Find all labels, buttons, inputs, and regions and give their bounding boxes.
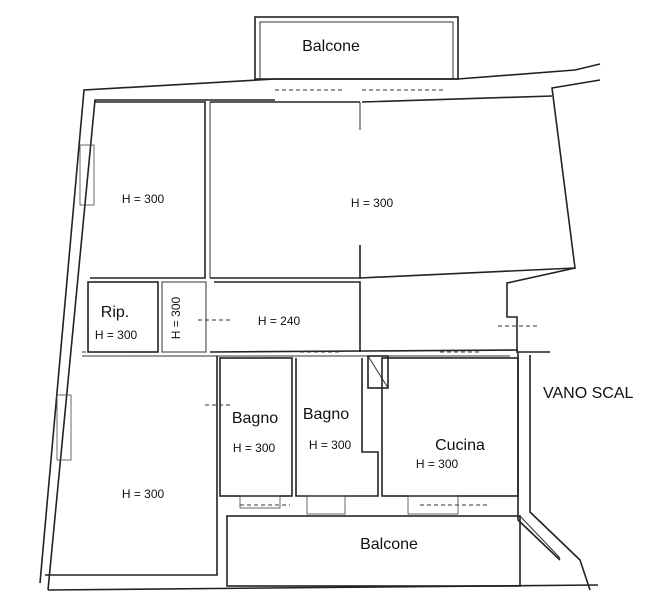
corridor-height: H = 240 — [258, 314, 301, 328]
bath-2-label: Bagno — [303, 406, 349, 423]
balcony-bottom-label: Balcone — [360, 536, 418, 553]
stairwell-label: VANO SCAL — [543, 385, 634, 402]
room-bottom-left-height: H = 300 — [122, 487, 165, 501]
windows — [56, 144, 459, 515]
room-top-center-height: H = 300 — [351, 196, 394, 210]
door-openings — [82, 89, 540, 506]
bath-1-label: Bagno — [232, 410, 278, 427]
room-top-left-height: H = 300 — [122, 192, 165, 206]
bath-2-height: H = 300 — [309, 438, 352, 452]
storage-height: H = 300 — [95, 328, 138, 342]
outer-walls — [39, 63, 601, 591]
storage-label: Rip. — [101, 304, 129, 321]
kitchen-height: H = 300 — [416, 457, 459, 471]
kitchen-label: Cucina — [435, 437, 485, 454]
bath-1-height: H = 300 — [233, 441, 276, 455]
interior-walls — [45, 95, 576, 587]
balcony-top-label: Balcone — [302, 38, 360, 55]
corridor-small-height: H = 300 — [169, 296, 183, 339]
